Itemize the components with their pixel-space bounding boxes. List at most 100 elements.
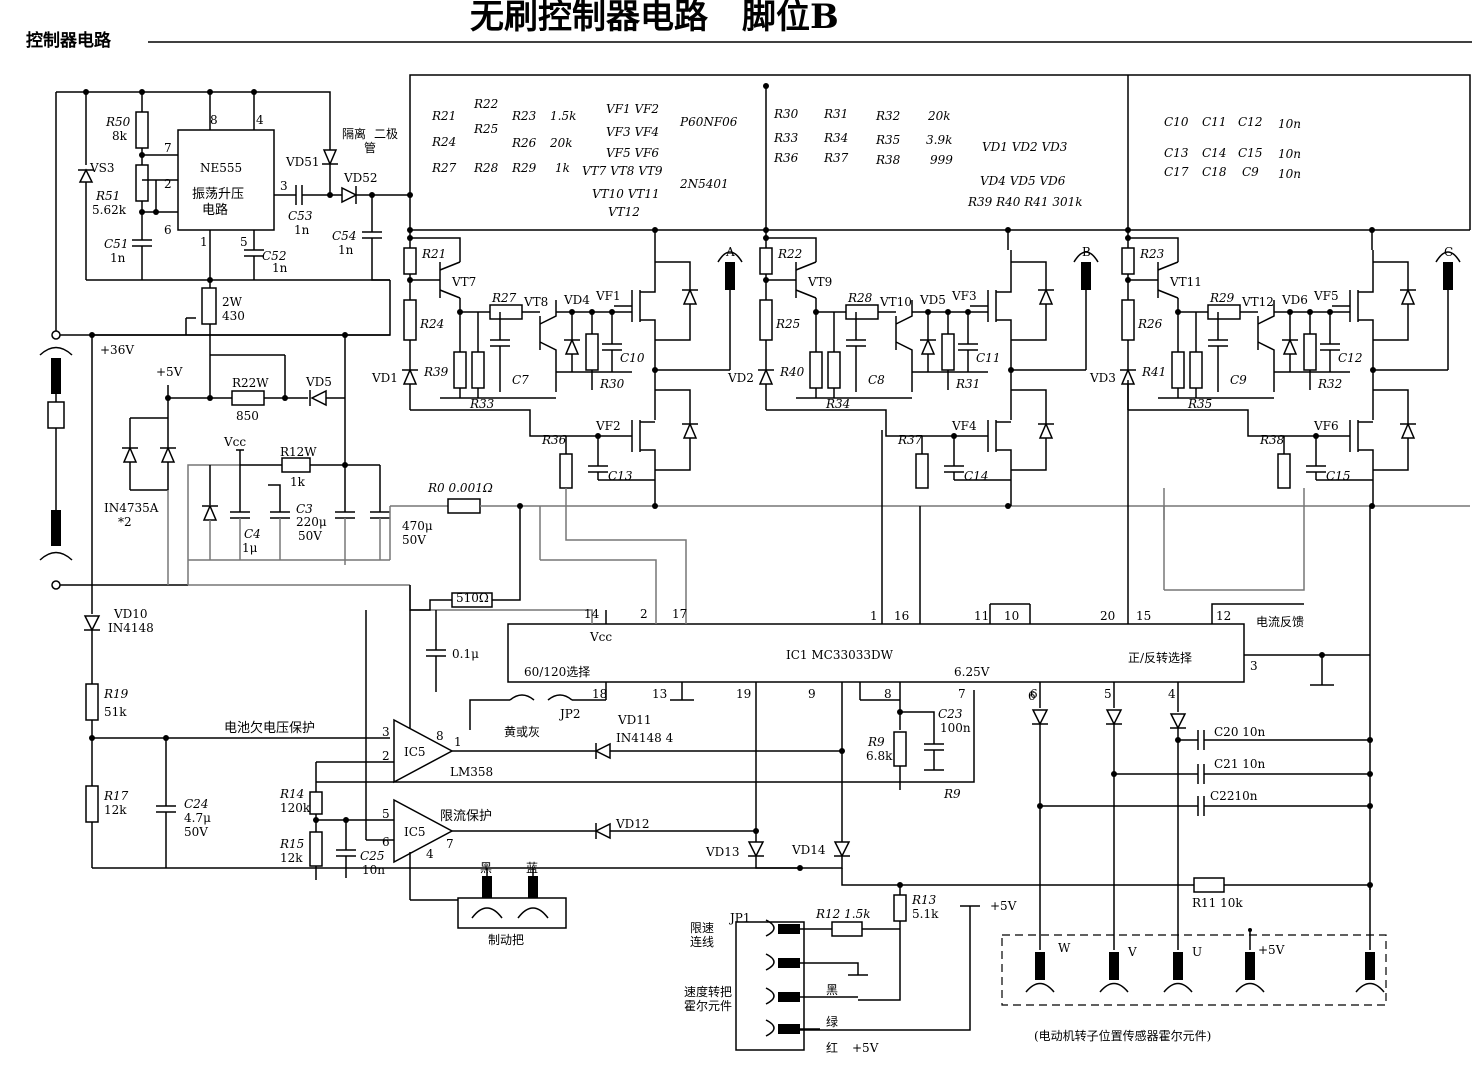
legend-c10: C10 <box>1164 115 1189 129</box>
svg-text:JP1: JP1 <box>728 911 751 925</box>
label-r36-0: R36 <box>541 433 567 447</box>
svg-text:7: 7 <box>446 837 454 851</box>
svg-text:U: U <box>1192 945 1202 959</box>
legend-c11: C11 <box>1202 115 1226 129</box>
svg-text:C52: C52 <box>262 249 286 263</box>
legend-r22: R22 <box>473 97 498 111</box>
svg-text:C23: C23 <box>938 707 963 721</box>
diode-vd10 <box>83 615 101 632</box>
svg-text:10n: 10n <box>362 863 385 877</box>
legend-bjt2: VT10 VT11 <box>592 187 660 201</box>
svg-text:C24: C24 <box>184 797 208 811</box>
label-c8-1: C8 <box>868 373 885 387</box>
svg-text:蓝: 蓝 <box>526 861 538 875</box>
label-r32-2: R32 <box>1317 377 1342 391</box>
legend-fet3: VF5 VF6 <box>606 146 659 160</box>
svg-text:红: 红 <box>826 1040 838 1055</box>
resistor-h-b <box>845 304 879 320</box>
legend-r26: R26 <box>511 136 537 150</box>
svg-text:R0 0.001Ω: R0 0.001Ω <box>427 481 493 495</box>
svg-text:2W: 2W <box>222 295 243 309</box>
resistor-lower-c <box>1121 299 1135 341</box>
label-c11-1: C11 <box>976 351 1000 365</box>
svg-text:C4: C4 <box>244 527 261 541</box>
diode-vd52 <box>341 186 358 204</box>
ne555-chip <box>177 129 275 231</box>
legend-fet-model: P60NF06 <box>679 115 738 129</box>
svg-text:VS3: VS3 <box>89 161 115 175</box>
resistor-r11 <box>1193 877 1225 893</box>
svg-text:R13: R13 <box>911 893 937 907</box>
svg-text:4: 4 <box>256 113 264 127</box>
svg-text:VD13: VD13 <box>705 845 740 859</box>
svg-text:R50: R50 <box>105 115 131 129</box>
svg-text:黑: 黑 <box>826 983 838 997</box>
label-r31-1: R31 <box>955 377 980 391</box>
svg-text:5: 5 <box>382 807 390 821</box>
svg-text:16: 16 <box>894 609 909 623</box>
phase-label-1: B <box>1082 245 1091 259</box>
label-vd1-0: VD1 <box>371 371 398 385</box>
diode-hs-c <box>1400 288 1416 305</box>
svg-text:电路: 电路 <box>202 202 228 218</box>
resistor-r39-a <box>453 351 467 389</box>
label-vt-2: VT11 <box>1169 275 1202 289</box>
legend-r32: R32 <box>875 109 900 123</box>
svg-text:R14: R14 <box>279 787 304 801</box>
svg-text:C51: C51 <box>104 237 128 251</box>
controller-block <box>409 380 1371 890</box>
resistor-r33-a <box>471 351 485 389</box>
svg-text:6: 6 <box>1030 687 1038 701</box>
resistor-r33-c <box>1189 351 1203 389</box>
legend-r27: R27 <box>431 161 457 175</box>
legend-r33: R33 <box>773 131 799 145</box>
svg-text:3: 3 <box>280 179 288 193</box>
svg-text:+5V: +5V <box>1258 943 1285 957</box>
svg-text:R11 10k: R11 10k <box>1192 896 1243 910</box>
svg-text:51k: 51k <box>104 705 127 719</box>
svg-text:制动把: 制动把 <box>488 933 524 947</box>
diode-hs-b <box>1038 288 1054 305</box>
legend-20k-b: 20k <box>927 109 951 123</box>
label-vt2-1: VT10 <box>879 295 912 309</box>
svg-text:C53: C53 <box>288 209 313 223</box>
svg-text:VD11: VD11 <box>617 713 652 727</box>
hall-connectors <box>1025 952 1385 993</box>
legend-r36: R36 <box>773 151 799 165</box>
diode-vd12 <box>594 822 611 840</box>
svg-text:3: 3 <box>382 725 390 739</box>
svg-text:C54: C54 <box>332 229 356 243</box>
svg-text:1: 1 <box>454 735 462 749</box>
legend-vd-line3: R39 R40 R41 301k <box>967 195 1083 209</box>
svg-text:+5V: +5V <box>990 899 1017 913</box>
svg-text:6.25V: 6.25V <box>954 665 990 679</box>
svg-text:1n: 1n <box>294 223 310 237</box>
controller-labels: 510Ω 0.1μ Vcc IC1 MC33033DW 60/120选择 6.2… <box>452 591 1304 701</box>
resistor-h-c <box>1207 304 1241 320</box>
label-c10-0: C10 <box>620 351 645 365</box>
label-vt2-2: VT12 <box>1241 295 1274 309</box>
svg-text:C21 10n: C21 10n <box>1214 757 1266 771</box>
svg-text:限流保护: 限流保护 <box>440 809 492 824</box>
legend-c13: C13 <box>1164 146 1189 160</box>
resistor-upper-c <box>1121 247 1135 275</box>
svg-text:10: 10 <box>1004 609 1019 623</box>
label-r34-1: R34 <box>825 397 850 411</box>
label-r40-1: R40 <box>779 365 805 379</box>
svg-text:V: V <box>1127 945 1137 959</box>
label-r25-1: R25 <box>775 317 800 331</box>
svg-text:9: 9 <box>808 687 816 701</box>
diode-vd13 <box>747 841 765 858</box>
svg-text:14: 14 <box>584 607 600 621</box>
hall-section <box>800 682 1387 1031</box>
svg-text:11: 11 <box>974 609 989 623</box>
five-volt-regulator <box>122 354 345 491</box>
svg-text:50V: 50V <box>298 529 322 543</box>
label-r38-2: R38 <box>1259 433 1285 447</box>
legend-c18: C18 <box>1202 165 1227 179</box>
protection-labels: VD10 IN4148 R19 51k R17 12k C24 4.7μ 50V… <box>103 607 971 877</box>
label-r27-0: R27 <box>491 291 517 305</box>
